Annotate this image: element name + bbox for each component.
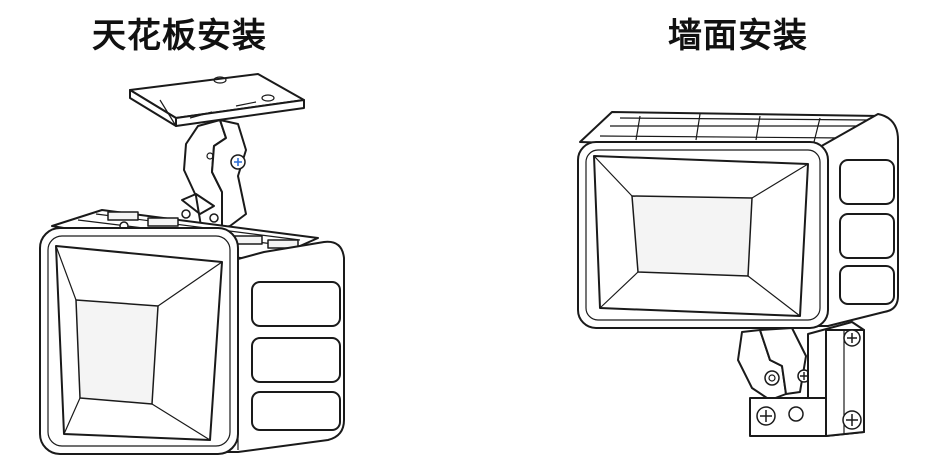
- wall-bracket-arm: [737, 327, 811, 401]
- ceiling-housing-front: [39, 227, 239, 455]
- ceiling-plate: [129, 73, 305, 127]
- ceiling-housing-side: [211, 240, 345, 453]
- wall-mount-figure: [577, 111, 899, 437]
- ceiling-mount-title: 天花板安装: [92, 16, 267, 56]
- wall-mount-title: 墙面安装: [668, 16, 808, 56]
- wall-housing-side: [817, 113, 899, 327]
- ceiling-mount-figure: [39, 73, 345, 455]
- wall-plate: [749, 321, 865, 437]
- ceiling-bracket-arm: [183, 119, 247, 233]
- wall-housing-front: [577, 141, 829, 329]
